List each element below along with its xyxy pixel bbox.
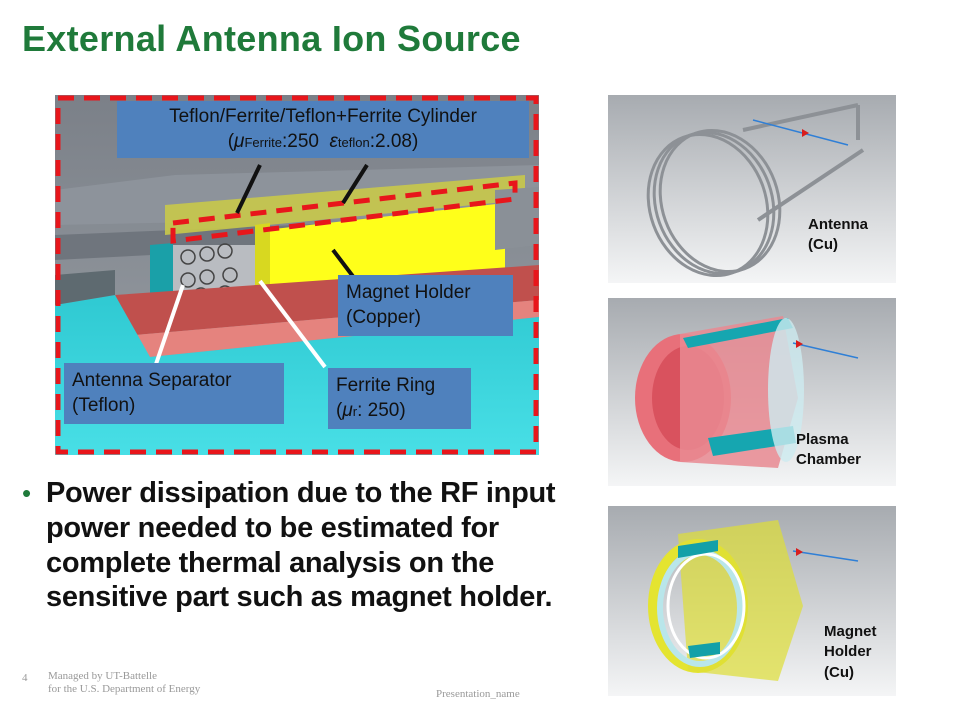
footer-presentation-name: Presentation_name (436, 688, 520, 700)
magnet-holder-panel: Magnet Holder (Cu) (608, 506, 896, 696)
antenna-label-line1: Antenna (808, 216, 868, 233)
footer-line2: for the U.S. Department of Energy (48, 682, 201, 695)
magnet-label: Magnet Holder (Cu) (824, 622, 896, 683)
callout-magnet-line1: Magnet Holder (346, 282, 471, 303)
epsilon-subscript: teflon (337, 134, 370, 150)
ferrite-mu-value: : 250 (357, 399, 400, 421)
bullet-point: • Power dissipation due to the RF input … (22, 476, 592, 615)
bullet-text: Power dissipation due to the RF input po… (46, 477, 556, 614)
mu-symbol: μ (342, 399, 353, 421)
antenna-label: Antenna (Cu) (808, 215, 868, 256)
callout-ferrite-line1: Ferrite Ring (336, 375, 436, 396)
callout-cylinder: Teflon/Ferrite/Teflon+Ferrite Cylinder (… (117, 101, 529, 159)
page-number: 4 (22, 672, 28, 684)
mu-subscript: Ferrite (244, 134, 282, 150)
footer-line1: Managed by UT-Battelle (48, 670, 157, 682)
epsilon-symbol: ε (329, 130, 338, 152)
ion-source-cutaway-figure: Teflon/Ferrite/Teflon+Ferrite Cylinder (… (55, 95, 539, 455)
plasma-label-line1: Plasma (796, 431, 849, 448)
callout-cylinder-line2: (μFerrite:250 εteflon:2.08) (227, 130, 419, 152)
mu-r-subscript: r (352, 403, 358, 419)
callout-ferrite-ring: Ferrite Ring (μr: 250) (328, 368, 471, 430)
bullet-marker: • (22, 478, 32, 508)
callout-separator-line2: (Teflon) (72, 394, 136, 416)
magnet-label-line1: Magnet (824, 623, 877, 640)
antenna-label-line2: (Cu) (808, 236, 838, 254)
epsilon-value: :2.08 (369, 130, 412, 152)
callout-antenna-separator: Antenna Separator (Teflon) (64, 363, 284, 425)
mu-value: :250 (282, 130, 319, 152)
callout-cylinder-line1: Teflon/Ferrite/Teflon+Ferrite Cylinder (169, 106, 477, 127)
antenna-panel: Antenna (Cu) (608, 95, 896, 283)
plasma-label-line2: Chamber (796, 451, 862, 469)
mu-symbol: μ (234, 130, 245, 152)
plasma-label: Plasma Chamber (796, 430, 861, 471)
callout-separator-line1: Antenna Separator (72, 370, 232, 391)
plasma-chamber-panel: Plasma Chamber (608, 298, 896, 486)
magnet-label-line2: Holder (Cu) (824, 643, 872, 681)
callout-magnet-holder: Magnet Holder (Copper) (338, 275, 513, 337)
footer-managed-by: Managed by UT-Battelle for the U.S. Depa… (48, 670, 200, 695)
callout-ferrite-line2: (μr: 250) (336, 399, 406, 421)
slide-title: External Antenna Ion Source (22, 18, 521, 59)
callout-magnet-line2: (Copper) (346, 306, 421, 328)
